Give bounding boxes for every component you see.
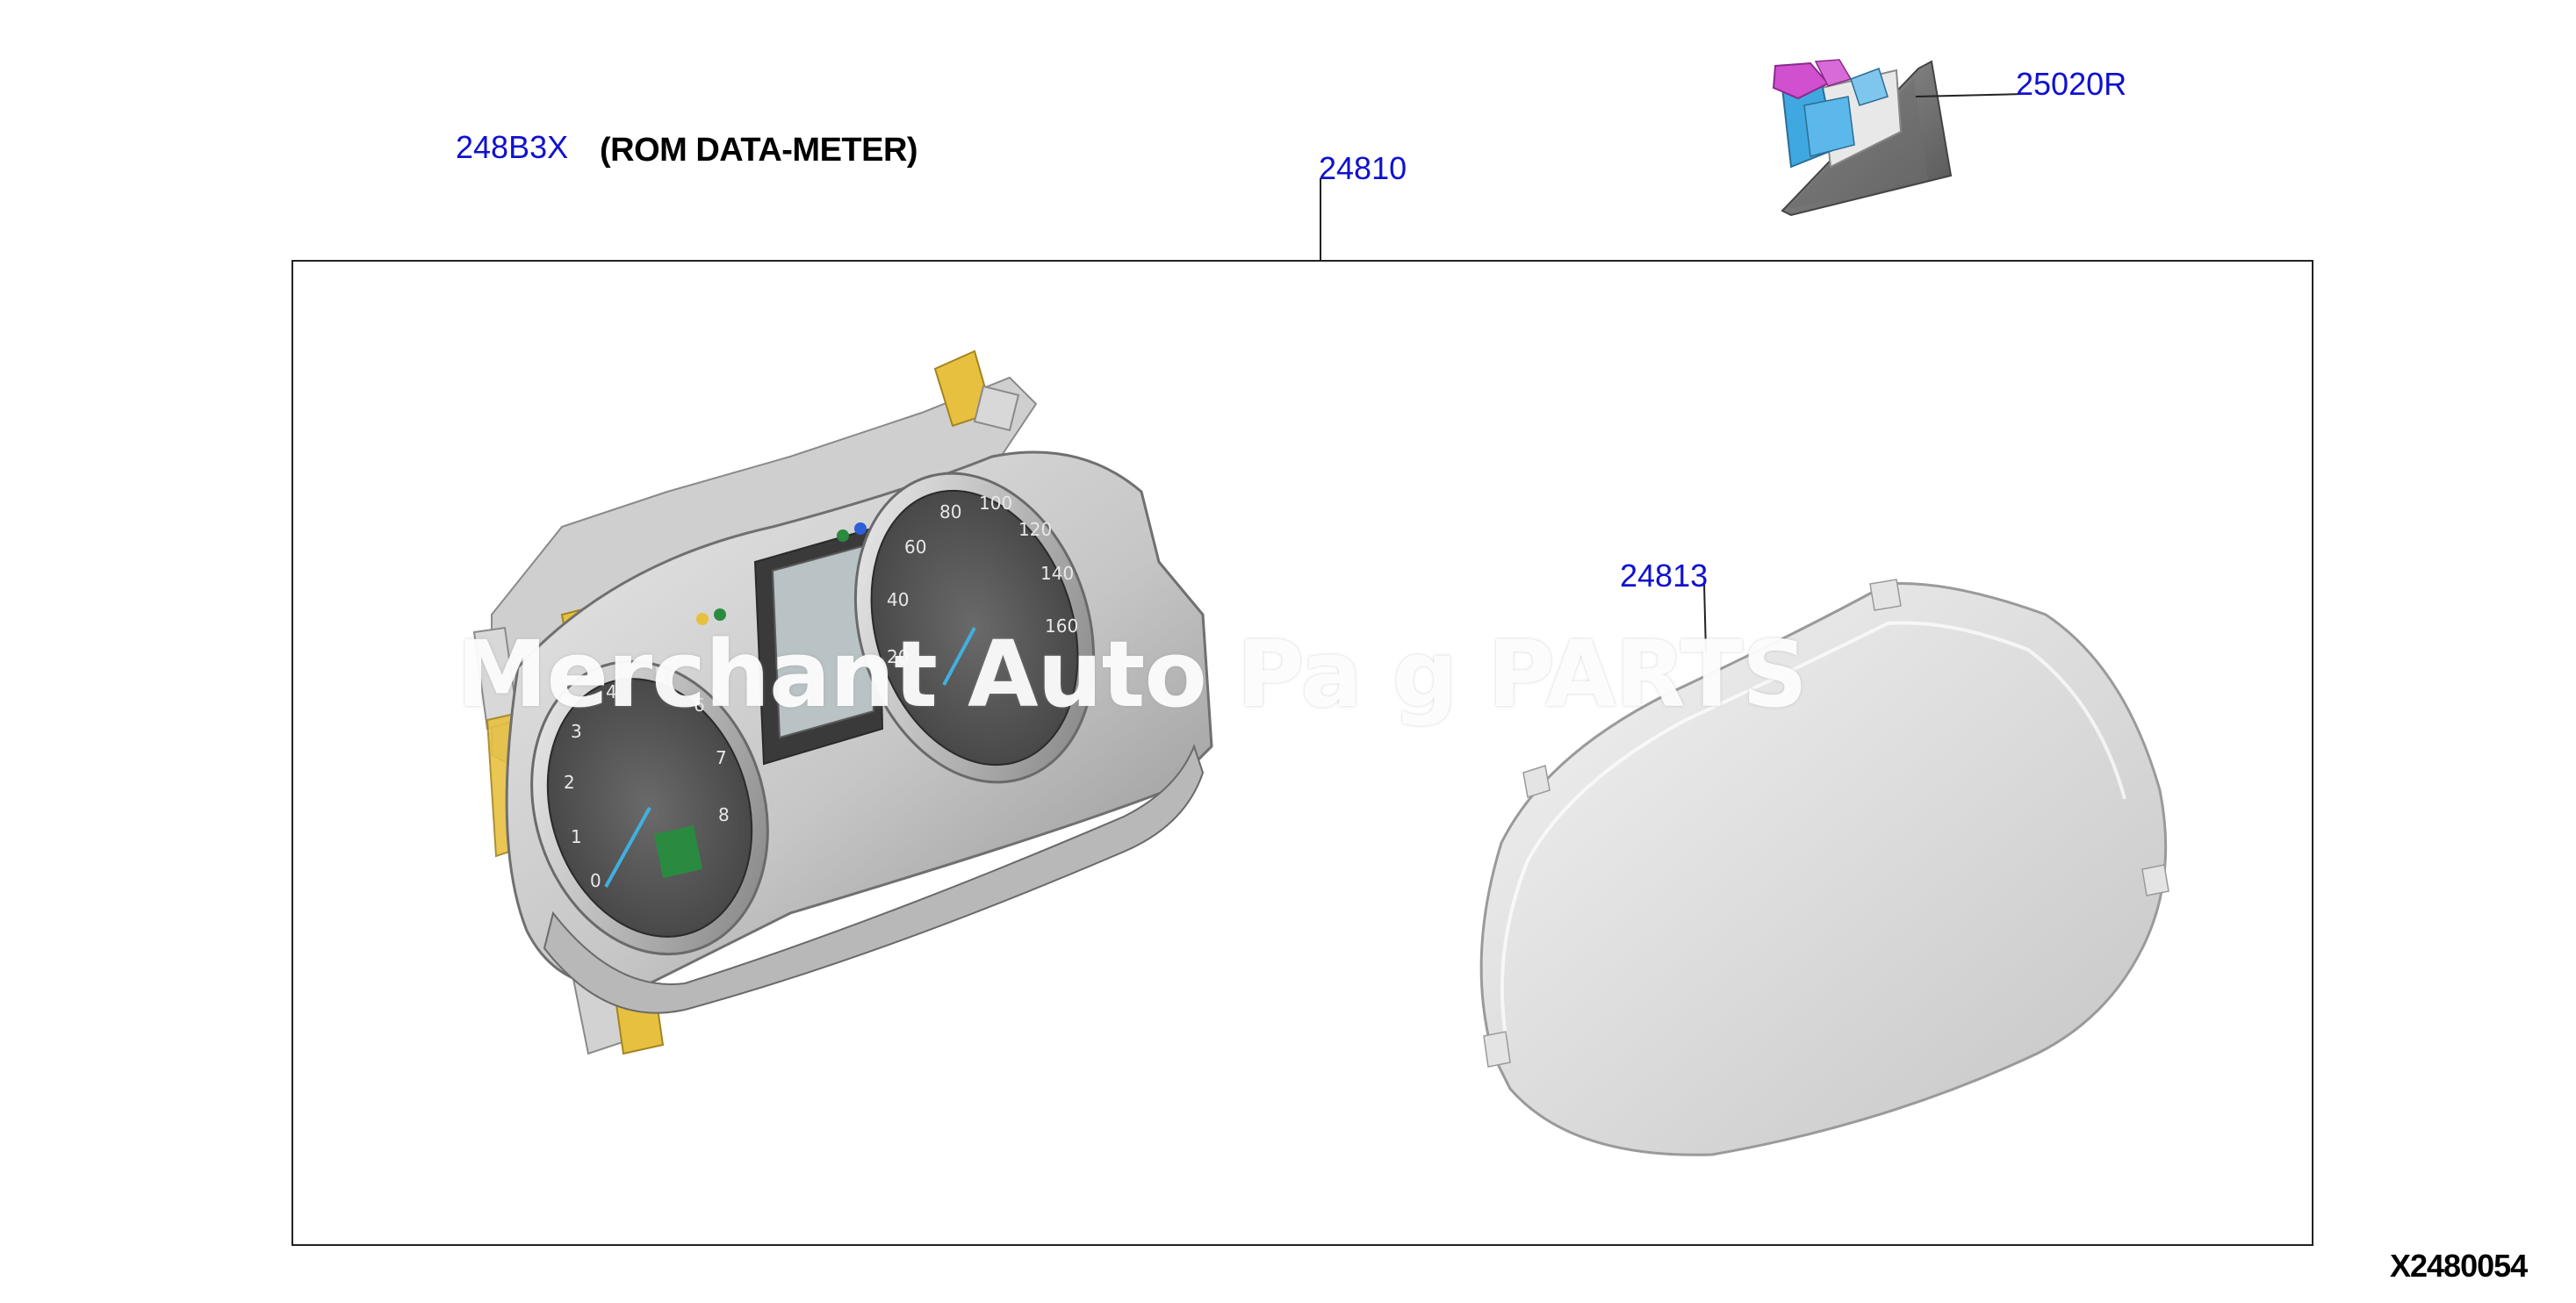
cluster-lens-illustration (1479, 579, 2169, 1156)
speedo-tick-20: 20 (887, 646, 909, 667)
caption-rom-data-meter: (ROM DATA-METER) (600, 132, 918, 169)
callout-25020r[interactable]: 25020R (2016, 66, 2127, 102)
tach-tick-5: 5 (654, 664, 666, 685)
speedo-tick-120: 120 (1018, 519, 1052, 540)
callout-24813[interactable]: 24813 (1620, 558, 1709, 594)
tach-tick-8: 8 (718, 804, 730, 825)
speedo-tick-60: 60 (904, 536, 926, 558)
speedo-tick-160: 160 (1045, 616, 1078, 637)
tach-tick-7: 7 (716, 747, 727, 768)
speedo-tick-100: 100 (979, 493, 1012, 514)
connector-illustration (1772, 59, 1953, 217)
leader-line-24813 (1703, 583, 1707, 653)
tach-tick-1: 1 (571, 826, 582, 847)
assembly-frame (291, 260, 2313, 1246)
tach-tick-3: 3 (571, 721, 582, 742)
tach-tick-2: 2 (564, 772, 575, 793)
speedo-tick-140: 140 (1040, 563, 1074, 584)
speedo-tick-80: 80 (939, 501, 961, 522)
tach-tick-4: 4 (606, 681, 617, 702)
tach-tick-6: 6 (694, 695, 705, 716)
tach-tick-0: 0 (590, 870, 601, 891)
callout-24810[interactable]: 24810 (1319, 150, 1407, 186)
callout-248b3x[interactable]: 248B3X (456, 129, 569, 165)
figure-id: X2480054 (2390, 1248, 2528, 1284)
instrument-cluster-illustration: 0 1 2 3 4 5 6 7 8 20 40 (472, 349, 1213, 1055)
speedo-tick-40: 40 (887, 589, 909, 610)
leader-line-25020r (1915, 93, 2025, 97)
